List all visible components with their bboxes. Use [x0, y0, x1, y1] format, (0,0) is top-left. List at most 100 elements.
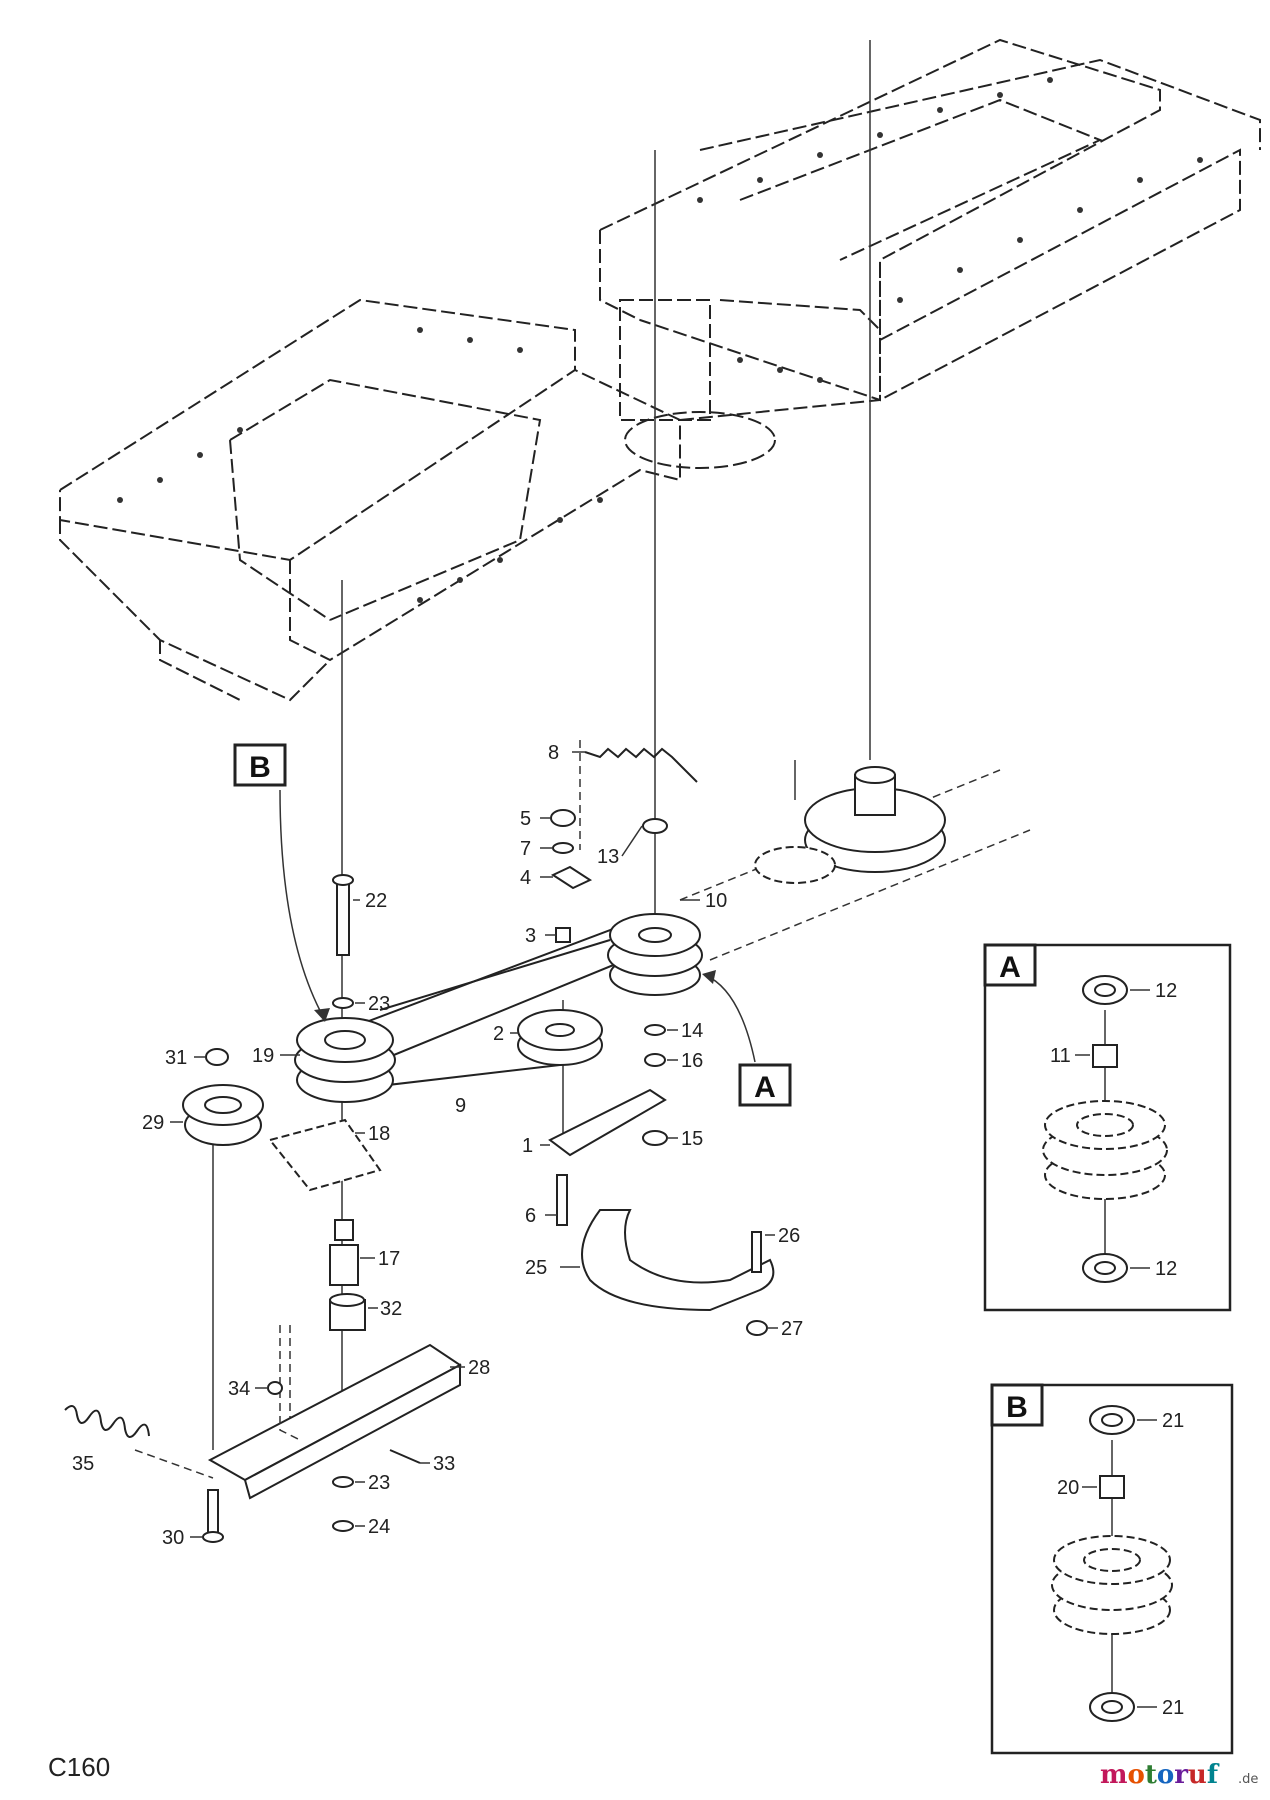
frame-hole	[757, 177, 763, 183]
frame-hole	[467, 337, 473, 343]
frame-hole	[1197, 157, 1203, 163]
part-label-19: 19	[252, 1045, 274, 1067]
drive-belts	[344, 769, 1031, 1091]
part-label-29: 29	[142, 1112, 164, 1134]
pulley-2	[517, 1009, 603, 1066]
guard-25	[581, 1209, 775, 1312]
frame-holes	[117, 77, 1203, 603]
part-label-6: 6	[525, 1205, 536, 1227]
nut-15	[642, 1130, 668, 1146]
detail-box-a: A 12 11 12	[983, 943, 1232, 1312]
frame-hole	[157, 477, 163, 483]
fan	[754, 846, 836, 884]
svg-text:B: B	[1006, 1391, 1028, 1424]
bolt-30	[207, 1489, 219, 1536]
part-label-27: 27	[781, 1318, 803, 1340]
part-label-26: 26	[778, 1225, 800, 1247]
nut-34	[267, 1381, 283, 1395]
callout-b: B	[233, 743, 330, 1022]
detail-b-label-21-top: 21	[1162, 1410, 1184, 1432]
pulley-assembly	[64, 747, 946, 1543]
part-label-32b: 32	[380, 1298, 402, 1320]
svg-text:B: B	[249, 751, 271, 784]
frame-hole	[957, 267, 963, 273]
nut-27	[746, 1320, 768, 1336]
nut-31	[205, 1048, 229, 1066]
part-label-30: 30	[162, 1527, 184, 1549]
part-label-4: 4	[520, 867, 531, 889]
part-label-2: 2	[493, 1023, 504, 1045]
frame-hole	[517, 347, 523, 353]
part-label-18: 18	[368, 1123, 390, 1145]
frame-hole	[777, 367, 783, 373]
washer-16	[644, 1053, 666, 1067]
idler-pulley-29	[182, 1084, 264, 1146]
svg-text:motoruf: motoruf	[1100, 1760, 1220, 1790]
frame-hole	[237, 427, 243, 433]
frame-hole	[197, 452, 203, 458]
frame-hole	[817, 377, 823, 383]
pulley-19	[294, 1017, 396, 1103]
part-label-23a: 23	[368, 993, 390, 1015]
part-label-35: 35	[72, 1453, 94, 1475]
frame-hole	[877, 132, 883, 138]
detail-box-b: B 21 20 21	[990, 1383, 1234, 1755]
part-label-24: 24	[368, 1516, 390, 1538]
frame-hole	[117, 497, 123, 503]
frame-hole	[1017, 237, 1023, 243]
part-label-1: 1	[522, 1135, 533, 1157]
frame-hole	[417, 597, 423, 603]
frame-hole	[997, 92, 1003, 98]
frame-hole	[1047, 77, 1053, 83]
part-label-15: 15	[681, 1128, 703, 1150]
frame-hole	[457, 577, 463, 583]
pulley-10	[607, 913, 703, 996]
bolt-6	[556, 1174, 568, 1226]
detail-a-label-12-top: 12	[1155, 980, 1177, 1002]
frame-hole	[697, 197, 703, 203]
detail-b-label-21-bottom: 21	[1162, 1697, 1184, 1719]
part-label-33: 33	[433, 1453, 455, 1475]
part-label-10: 10	[705, 890, 727, 912]
washer-7	[552, 842, 574, 854]
washer-14	[644, 1024, 666, 1036]
diagram-code: C160	[48, 1752, 110, 1782]
nut-13	[642, 818, 668, 834]
arm-28	[207, 1343, 462, 1482]
part-label-5: 5	[520, 808, 531, 830]
callout-a: A	[702, 970, 792, 1107]
washer-23a	[332, 997, 354, 1009]
gearbox-pulley	[804, 766, 946, 873]
arm-1	[548, 1088, 667, 1157]
frame-hole	[597, 497, 603, 503]
frame-hole	[557, 517, 563, 523]
spacer-20	[1099, 1475, 1125, 1499]
frame-hole	[1137, 177, 1143, 183]
svg-text:.de: .de	[1238, 1772, 1258, 1787]
frame-hole	[417, 327, 423, 333]
part-labels: 8 5 7 4 13 3 10 22 23 19 31 29 9 2 14 16…	[72, 742, 803, 1549]
detail-b-label-20: 20	[1057, 1477, 1079, 1499]
spacer-3	[555, 927, 571, 943]
part-label-14: 14	[681, 1020, 703, 1042]
part-label-17: 17	[378, 1248, 400, 1270]
part-label-7: 7	[520, 838, 531, 860]
frame-hole	[497, 557, 503, 563]
watermark-logo: motoruf .de	[1100, 1760, 1258, 1790]
detail-a-label-12-bottom: 12	[1155, 1258, 1177, 1280]
svg-text:A: A	[754, 1071, 776, 1104]
spring-8	[584, 747, 698, 783]
frame-hole	[1077, 207, 1083, 213]
part-label-9: 9	[455, 1095, 466, 1117]
nut-5	[550, 809, 576, 827]
bracket-dashed	[268, 1118, 382, 1192]
part-label-25: 25	[525, 1257, 547, 1279]
part-label-31: 31	[165, 1047, 187, 1069]
detail-a-label-11: 11	[1050, 1045, 1071, 1067]
part-label-34: 34	[228, 1378, 250, 1400]
frame-hole	[937, 107, 943, 113]
chassis-frame	[59, 38, 1261, 702]
washer-24	[332, 1520, 354, 1532]
part-label-16: 16	[681, 1050, 703, 1072]
